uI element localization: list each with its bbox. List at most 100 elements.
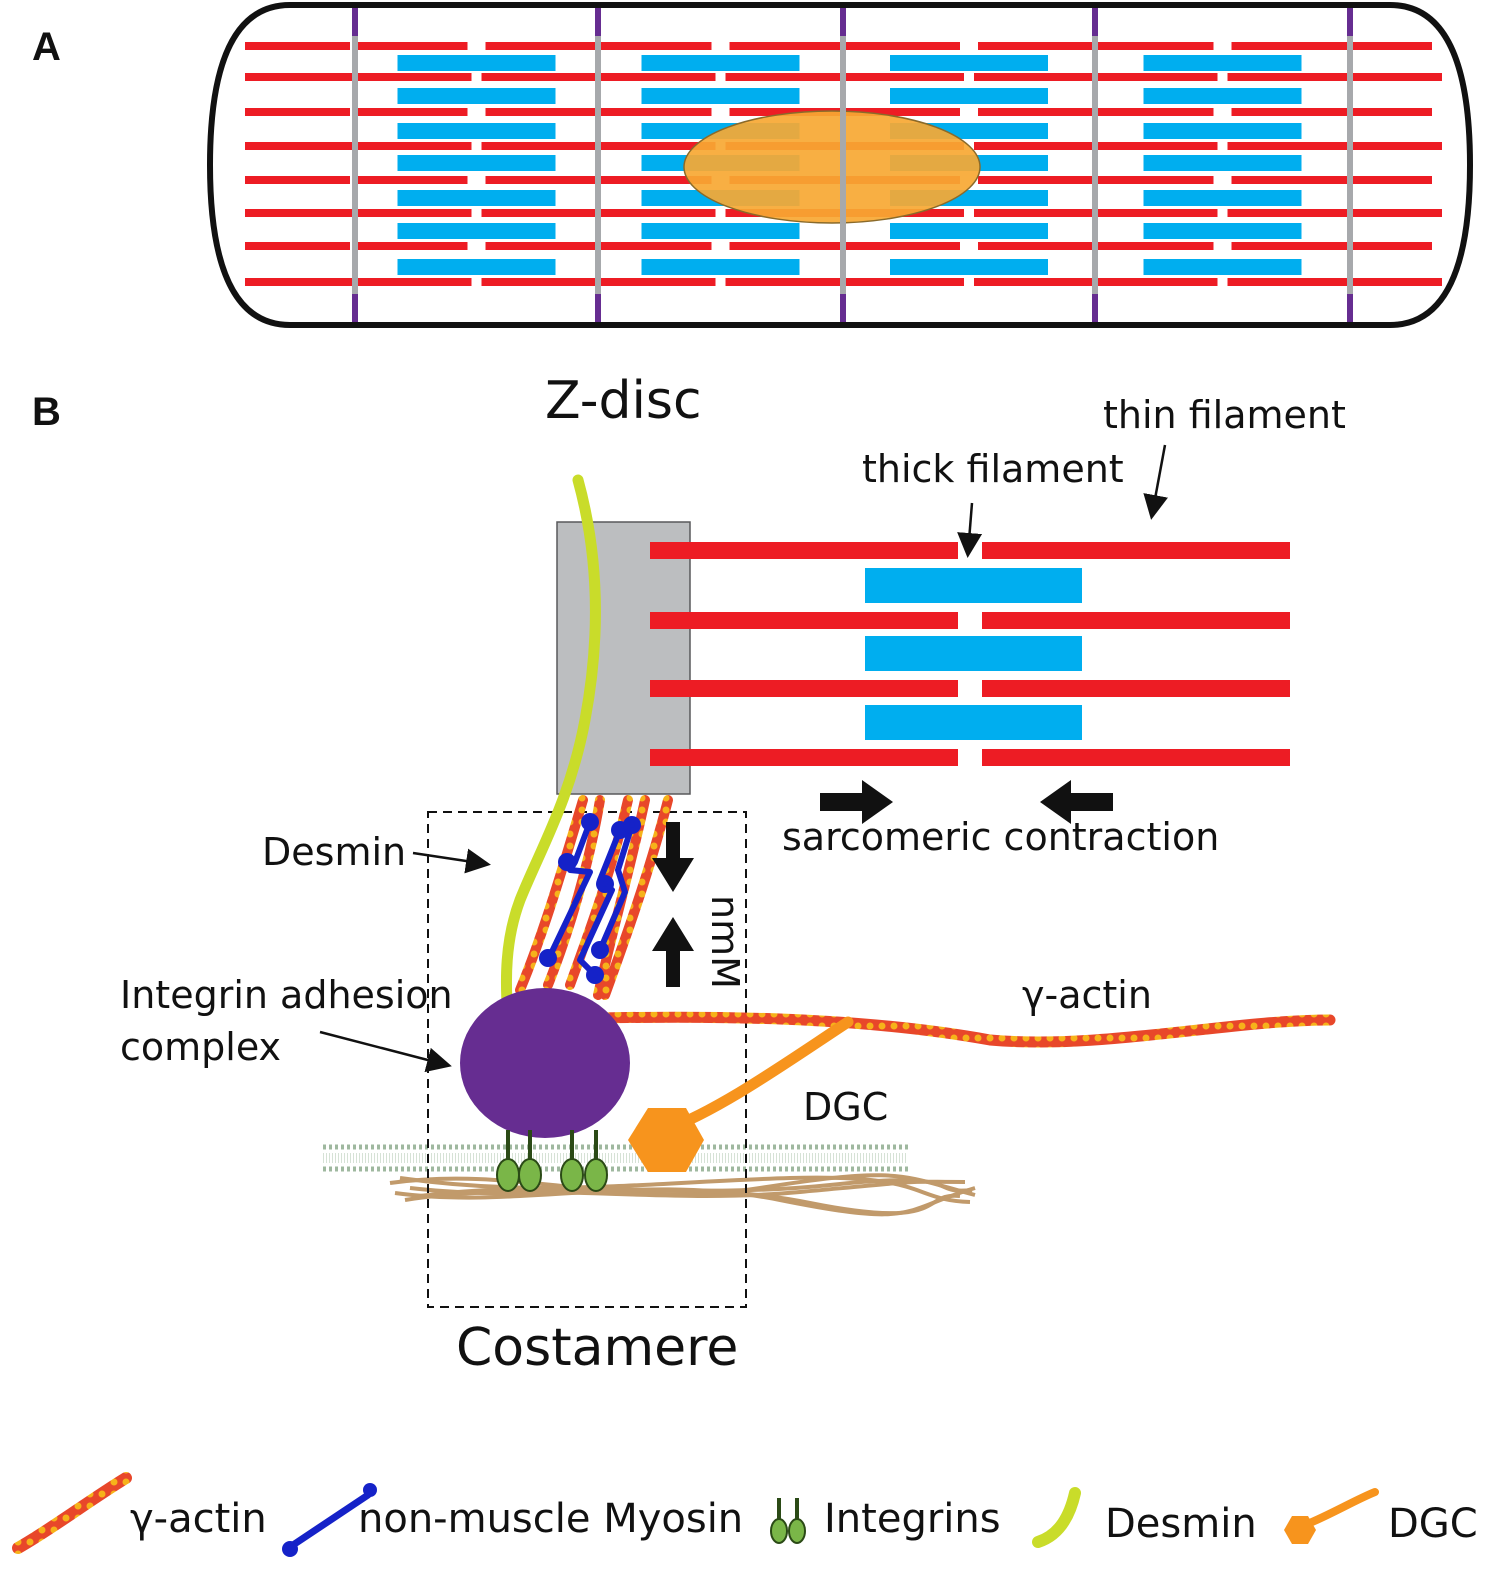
sarcomere-filaments-b [650, 542, 1290, 766]
thin-filament [843, 108, 960, 116]
muscle-cell-panel-a [206, 1, 1474, 328]
z-disc-line [1347, 8, 1353, 322]
cell-membrane [323, 1144, 908, 1172]
thin-filament [355, 42, 468, 50]
desmin-filament [500, 474, 601, 1024]
thin-filament [974, 142, 1095, 150]
thin-filament [1095, 209, 1218, 217]
desmin-label: Desmin [262, 830, 406, 874]
thick-filament [397, 155, 556, 171]
z-disc-line [840, 8, 846, 322]
thick-filament [1143, 223, 1302, 239]
nmm-arrow-up [652, 917, 694, 987]
thin-filament [245, 142, 358, 150]
thin-filament [355, 209, 472, 217]
thin-filament [1231, 242, 1350, 250]
thin-filament [1095, 242, 1214, 250]
thin-filament [1350, 242, 1432, 250]
thin-filament [978, 42, 1095, 50]
thin-filament [843, 242, 960, 250]
thin-filament [1227, 278, 1350, 286]
thick-filament [865, 705, 1082, 740]
thin-filament [978, 242, 1095, 250]
thin-filament [1095, 278, 1218, 286]
dgc-icon [1284, 1488, 1379, 1544]
z-disc-end [840, 294, 846, 322]
thin-filament [650, 612, 958, 629]
thin-filament [1231, 42, 1350, 50]
thin-filament [1095, 108, 1214, 116]
thin-filament [974, 209, 1095, 217]
thin-filament [598, 73, 716, 81]
thick-filament [397, 55, 556, 71]
thin-filament [485, 108, 598, 116]
thin-filament [1227, 73, 1350, 81]
z-disc-end [595, 294, 601, 322]
thick-filament [1143, 190, 1302, 206]
contraction-arrows [820, 780, 1113, 824]
integrin-complex-pointer [319, 1030, 452, 1073]
thick-filament [397, 259, 556, 275]
thin-filament [355, 73, 472, 81]
thin-filament [1095, 142, 1218, 150]
thick-filament [865, 568, 1082, 603]
thick-filament [1143, 55, 1302, 71]
gamma-actin-label: γ-actin [1022, 973, 1152, 1017]
dgc-complex [628, 1108, 704, 1172]
thin-filament [598, 209, 716, 217]
thin-filament [245, 278, 358, 286]
thick-filament [397, 190, 556, 206]
thick-filament [890, 223, 1048, 239]
thin-filament [598, 142, 716, 150]
integrin-icon [770, 1498, 806, 1544]
myosin-icon [282, 1483, 377, 1557]
thin-filament [481, 278, 598, 286]
thin-filament [355, 278, 472, 286]
thin-filament [598, 42, 712, 50]
thin-filament [1095, 73, 1218, 81]
thin-filament [1227, 142, 1350, 150]
thin-filament [729, 242, 843, 250]
thin-filament [1350, 176, 1432, 184]
thin-filament [843, 73, 964, 81]
panel-b-label: B [32, 390, 61, 434]
thin-filament [650, 749, 958, 766]
thin-filament [974, 278, 1095, 286]
z-disc-line [1092, 8, 1098, 322]
thin-filament [1231, 108, 1350, 116]
thin-filament [1227, 209, 1350, 217]
thin-filament [245, 42, 350, 50]
thin-filament [245, 73, 358, 81]
non-muscle-myosin [539, 813, 641, 984]
thin-filament [982, 749, 1290, 766]
thin-filament [978, 108, 1095, 116]
costamere-label: Costamere [456, 1318, 738, 1378]
thick-filament [865, 636, 1082, 671]
gamma-actin-icon [12, 1472, 132, 1554]
thin-filament [729, 108, 843, 116]
z-disc-end [1092, 8, 1098, 36]
costamere-box [427, 811, 747, 1308]
thin-filament [982, 542, 1290, 559]
sarcomere-top-layer [352, 8, 1353, 322]
thin-filament [982, 680, 1290, 697]
thin-filament [245, 242, 350, 250]
thin-filament [1350, 278, 1442, 286]
thin-filament [245, 176, 350, 184]
integrin-complex-label-line2: complex [120, 1025, 281, 1069]
thick-filament-pointer [957, 502, 983, 558]
thin-filament [355, 242, 468, 250]
thin-filament [245, 209, 358, 217]
thin-filament [1231, 176, 1350, 184]
thick-filament [641, 88, 800, 104]
nucleus [683, 110, 981, 224]
thin-filament [843, 42, 960, 50]
z-disc-end [352, 8, 358, 36]
legend: γ-actin non-muscle Myosin Integrins Desm… [12, 1472, 1478, 1557]
thin-filament [481, 142, 598, 150]
thin-filament [598, 278, 716, 286]
thick-filament [890, 55, 1048, 71]
thin-filament [485, 42, 598, 50]
sarcomeric-contraction-label: sarcomeric contraction [782, 815, 1219, 859]
